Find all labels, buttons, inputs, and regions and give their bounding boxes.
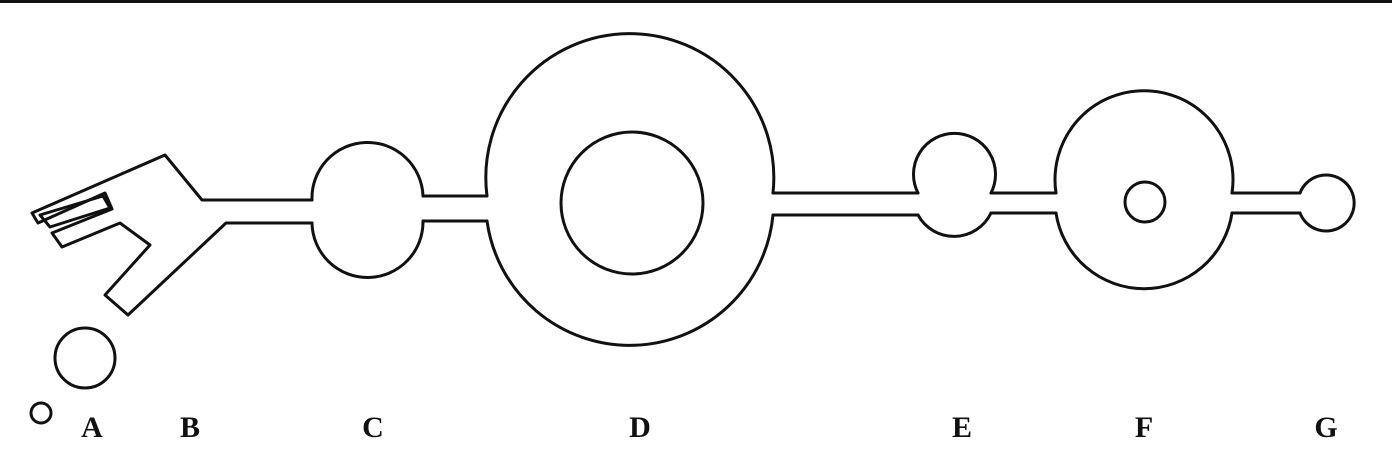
channel-f-g xyxy=(1230,191,1302,215)
label-b: B xyxy=(179,411,200,444)
channel-d-e xyxy=(771,191,920,217)
fork-slot-upper xyxy=(38,194,112,229)
label-a: A xyxy=(81,411,103,444)
chamber-f-inner xyxy=(1123,180,1167,224)
label-c: C xyxy=(362,411,384,444)
chamber-d-inner xyxy=(559,130,705,276)
chamber-d-outer xyxy=(484,32,776,347)
label-g: G xyxy=(1314,411,1338,444)
bubble-small xyxy=(29,401,53,425)
inlet-fork xyxy=(30,153,314,317)
channel-e-f xyxy=(989,191,1058,215)
label-e: E xyxy=(951,411,972,444)
bubble-large xyxy=(53,326,117,390)
chamber-e xyxy=(912,131,997,238)
label-f: F xyxy=(1134,411,1154,444)
chamber-g xyxy=(1298,173,1356,233)
chamber-f-outer xyxy=(1053,89,1235,291)
label-d: D xyxy=(629,411,651,444)
diagram-canvas xyxy=(29,32,1356,425)
channel-c-d xyxy=(421,194,489,223)
chamber-c xyxy=(310,140,425,279)
